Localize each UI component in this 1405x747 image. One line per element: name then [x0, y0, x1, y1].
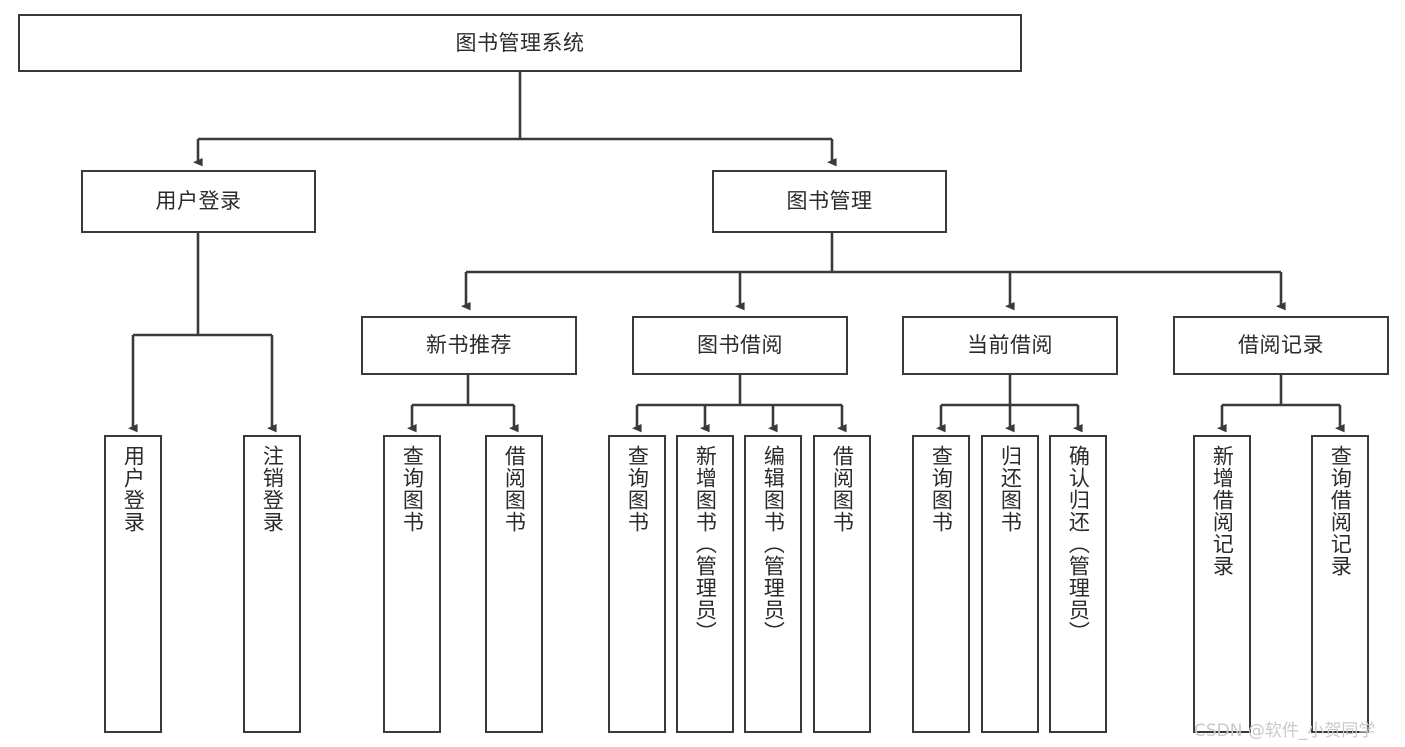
node-user-login[interactable]: 用户登录: [81, 170, 316, 233]
node-leaf-logout[interactable]: 注销登录: [243, 435, 301, 733]
node-leaf-edit-book[interactable]: 编辑图书（管理员）: [744, 435, 802, 733]
node-leaf-query-book-3-label: 查询图书: [929, 445, 954, 533]
node-leaf-add-record[interactable]: 新增借阅记录: [1193, 435, 1251, 733]
node-leaf-query-record-label: 查询借阅记录: [1328, 445, 1353, 577]
node-leaf-query-book-2-label: 查询图书: [625, 445, 650, 533]
node-leaf-confirm-return[interactable]: 确认归还（管理员）: [1049, 435, 1107, 733]
node-leaf-return-book-label: 归还图书: [998, 445, 1023, 533]
node-leaf-borrow-book-2[interactable]: 借阅图书: [813, 435, 871, 733]
node-leaf-query-book-3[interactable]: 查询图书: [912, 435, 970, 733]
node-leaf-confirm-return-label: 确认归还（管理员）: [1066, 445, 1091, 643]
node-leaf-query-record[interactable]: 查询借阅记录: [1311, 435, 1369, 733]
node-borrow-record[interactable]: 借阅记录: [1173, 316, 1389, 375]
node-user-login-label: 用户登录: [155, 189, 242, 214]
node-leaf-borrow-book-1[interactable]: 借阅图书: [485, 435, 543, 733]
node-leaf-borrow-book-2-label: 借阅图书: [830, 445, 855, 533]
node-leaf-return-book[interactable]: 归还图书: [981, 435, 1039, 733]
node-leaf-user-login[interactable]: 用户登录: [104, 435, 162, 733]
node-book-manage-label: 图书管理: [786, 189, 873, 214]
watermark: CSDN @软件_小贺同学: [1194, 721, 1376, 741]
node-current-borrow-label: 当前借阅: [967, 333, 1053, 358]
node-leaf-query-book-1-label: 查询图书: [400, 445, 425, 533]
node-root[interactable]: 图书管理系统: [18, 14, 1022, 72]
node-leaf-add-book-label: 新增图书（管理员）: [693, 445, 718, 643]
node-current-borrow[interactable]: 当前借阅: [902, 316, 1118, 375]
node-leaf-edit-book-label: 编辑图书（管理员）: [761, 445, 786, 643]
node-leaf-user-login-label: 用户登录: [121, 445, 146, 533]
node-new-book-recommend-label: 新书推荐: [426, 333, 512, 358]
node-book-manage[interactable]: 图书管理: [712, 170, 947, 233]
node-borrow-record-label: 借阅记录: [1238, 333, 1324, 358]
node-leaf-add-book[interactable]: 新增图书（管理员）: [676, 435, 734, 733]
node-leaf-borrow-book-1-label: 借阅图书: [502, 445, 527, 533]
node-leaf-query-book-1[interactable]: 查询图书: [383, 435, 441, 733]
node-leaf-logout-label: 注销登录: [260, 445, 285, 533]
node-root-label: 图书管理系统: [455, 30, 585, 55]
node-book-borrow-label: 图书借阅: [697, 333, 783, 358]
node-leaf-add-record-label: 新增借阅记录: [1210, 445, 1235, 577]
node-book-borrow[interactable]: 图书借阅: [632, 316, 848, 375]
node-new-book-recommend[interactable]: 新书推荐: [361, 316, 577, 375]
node-leaf-query-book-2[interactable]: 查询图书: [608, 435, 666, 733]
